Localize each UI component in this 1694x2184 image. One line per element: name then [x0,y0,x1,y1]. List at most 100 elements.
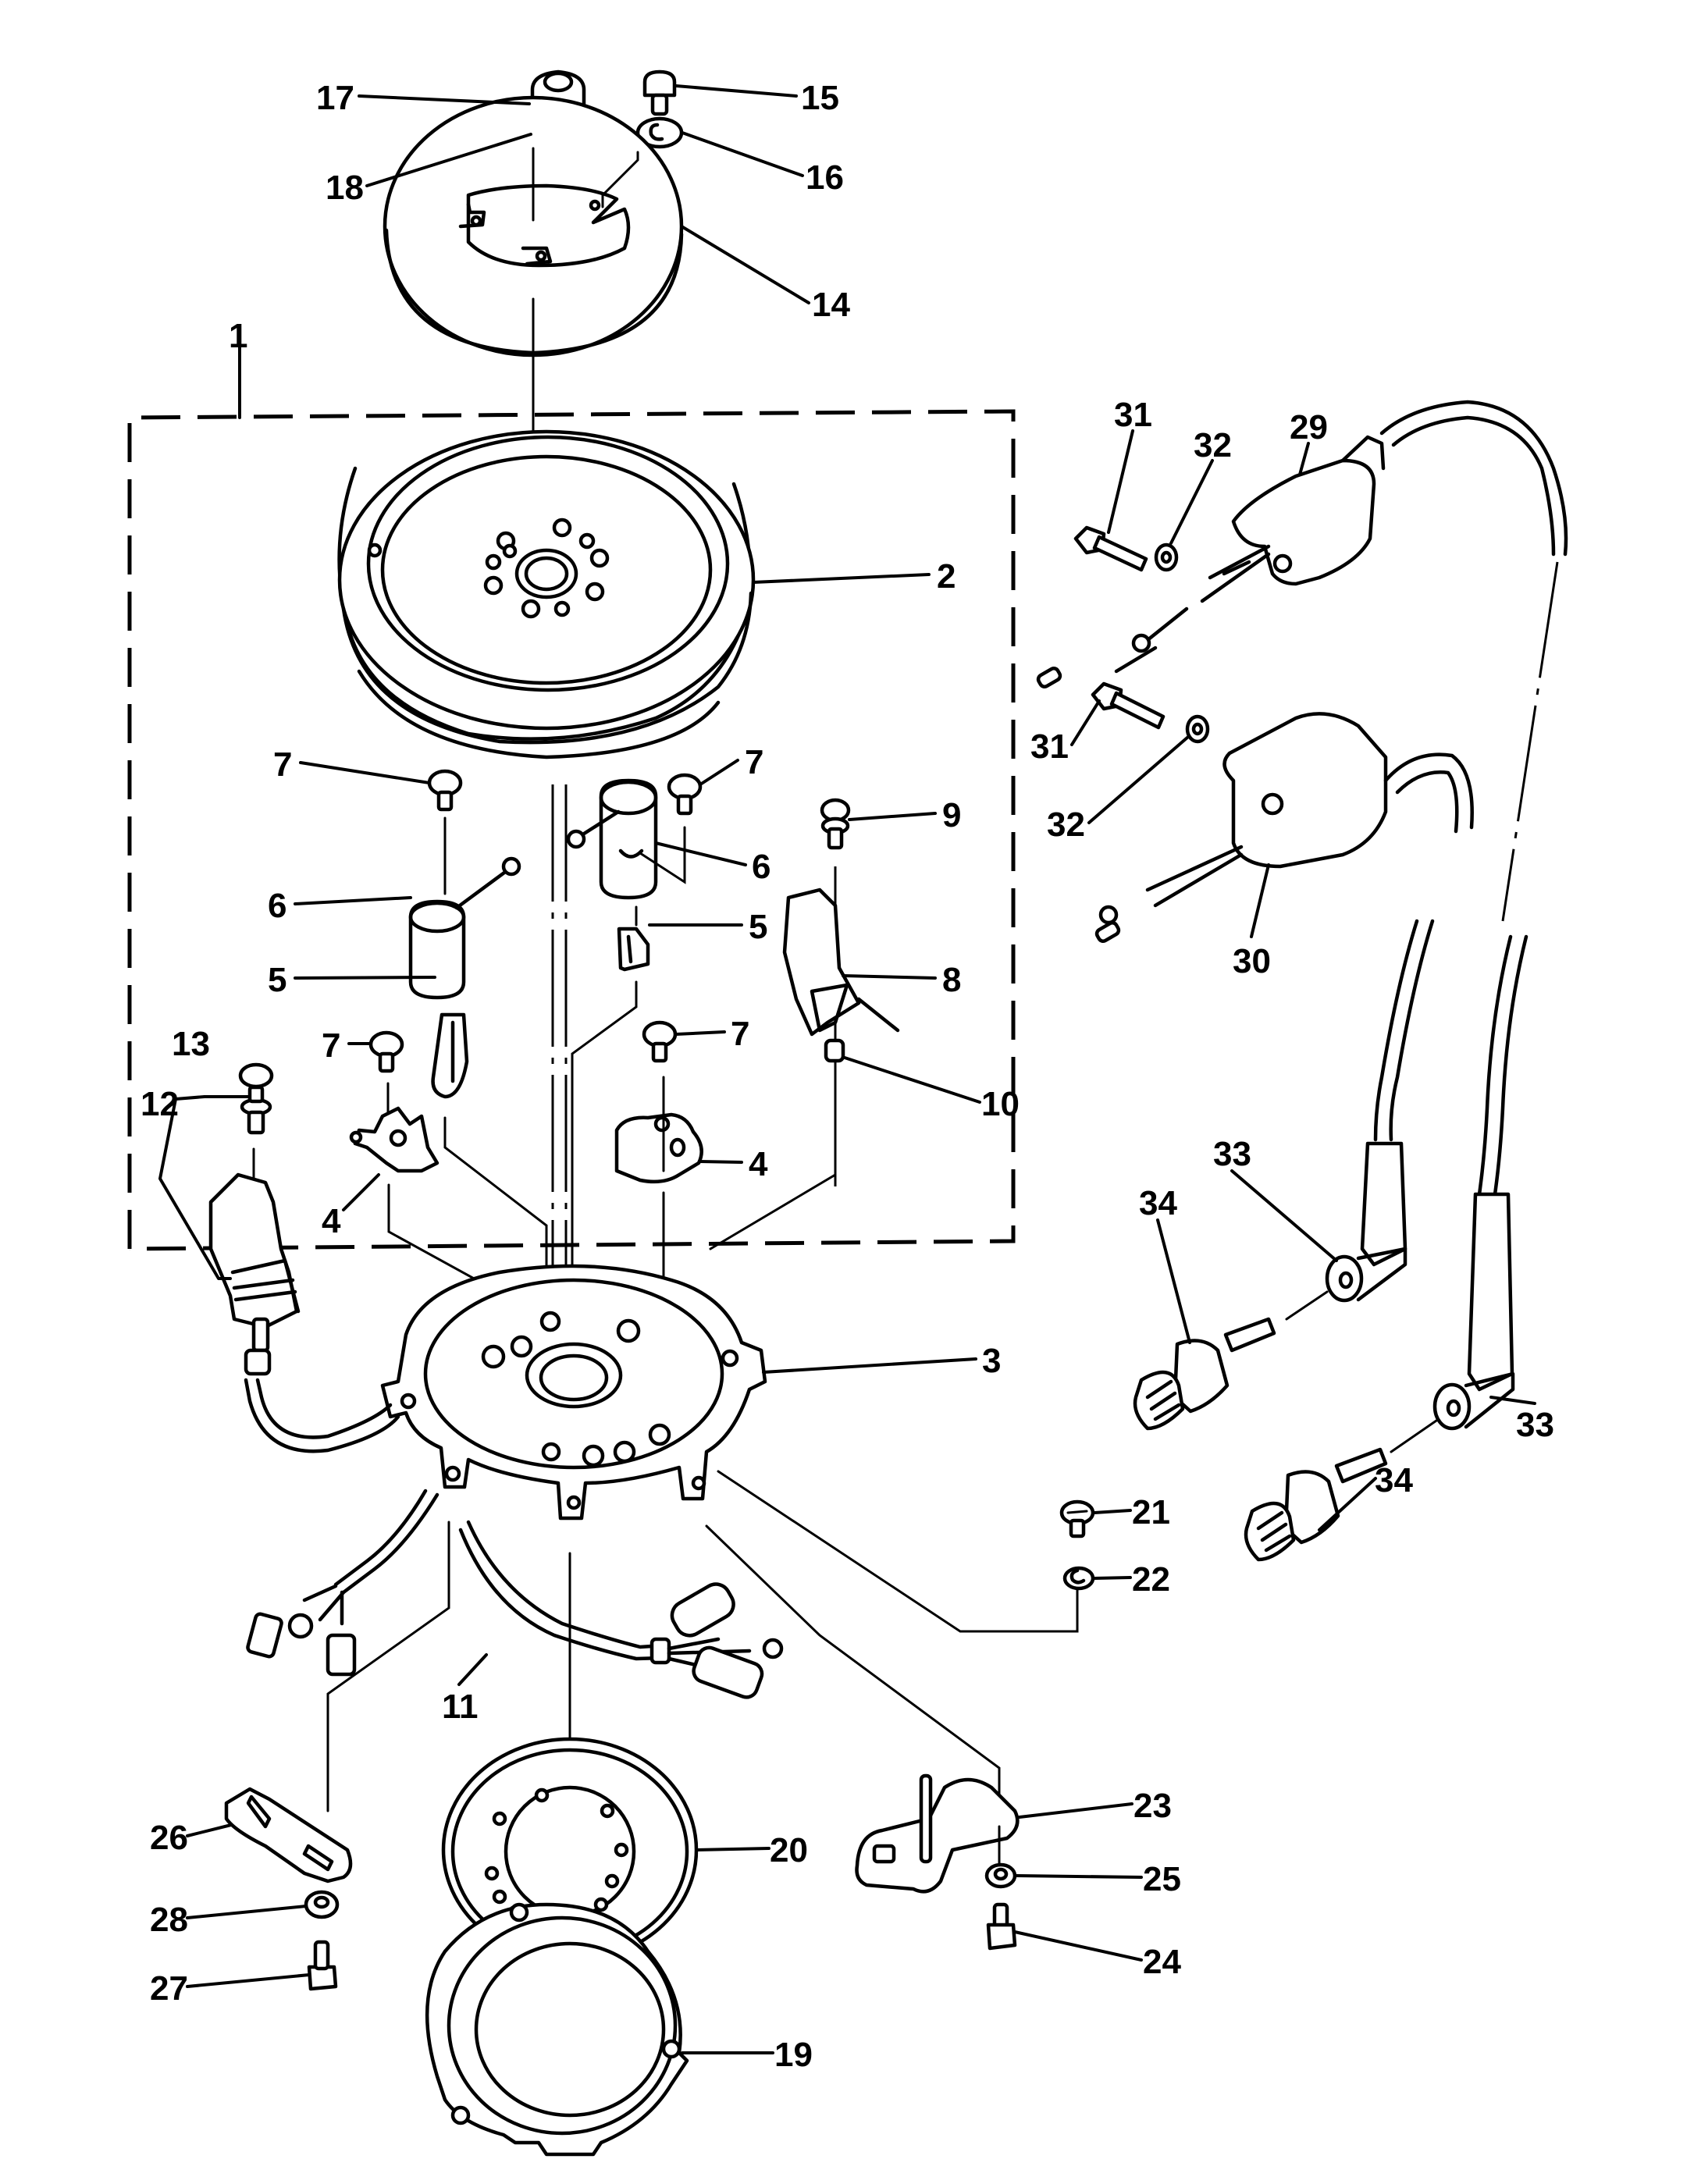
washer-part-32-lower [1185,714,1210,744]
ignition-coil-part-30 [1222,712,1474,869]
callout-14: 14 [812,286,850,324]
callout-11: 11 [442,1688,479,1726]
axis-21-22 [717,1470,1079,1633]
leader-12-bracket [158,1095,232,1280]
callout-7-mid-left: 7 [322,1026,340,1065]
screw-part-13 [238,1062,274,1135]
callout-15: 15 [801,79,839,117]
callout-1: 1 [229,317,247,355]
callout-25: 25 [1143,1860,1181,1898]
condenser-part-6-right [566,778,658,900]
callout-7-mid-right: 7 [731,1015,749,1053]
leader-lines [186,84,1536,2054]
stator-wiring [244,1378,784,1699]
callout-24: 24 [1143,1943,1181,1981]
breaker-points-part-4-right [614,1076,703,1184]
coil29-wire-segment-b [1477,934,1513,1197]
callout-21: 21 [1132,1493,1170,1531]
axis-26 [326,1521,450,1812]
stator-plate-part-3 [380,1264,767,1521]
callout-32-lower: 32 [1047,806,1085,844]
callout-30: 30 [1233,942,1271,980]
condenser-part-6-left [408,856,521,1000]
spacer-part-10 [824,1038,845,1063]
spark-plug-part-34-lower [1244,1447,1388,1562]
callout-2: 2 [937,557,956,596]
coil29-leads [1036,544,1271,688]
ring-part-19 [425,1902,689,2157]
callout-31-upper: 31 [1114,396,1152,434]
bolt-part-24 [986,1902,1017,1951]
axis-5-right [571,980,638,1469]
bolt-part-27 [307,1940,338,1991]
breaker-points-part-4-left [349,1106,440,1173]
callout-17: 17 [316,79,354,117]
flywheel-part-2 [337,429,756,759]
coil29-wire-segment [1493,934,1529,1197]
axis-7-top-right [639,826,686,884]
callout-10: 10 [981,1085,1020,1123]
screw-part-9 [820,798,851,850]
callout-9: 9 [942,796,961,834]
coil29-wire-centerline [1501,561,1559,922]
callout-28: 28 [150,1901,188,1939]
bracket-part-5-right [617,927,650,972]
callout-6-right: 6 [752,848,770,886]
bracket-part-23 [855,1773,1020,1894]
screw-part-15 [642,69,677,116]
washer-part-25 [984,1862,1017,1889]
callout-7-top-left: 7 [273,745,292,784]
callout-31-lower: 31 [1030,727,1069,766]
screw-part-7-top-right [667,773,703,816]
callout-34-lower: 34 [1375,1461,1413,1499]
callout-4-right: 4 [749,1145,768,1183]
callout-27: 27 [150,1969,188,2008]
bolt-part-31-lower [1091,681,1166,730]
callout-labels: 17 15 18 16 14 1 2 31 32 29 31 32 30 7 7… [141,79,1554,2074]
axis-23 [705,1524,1001,1801]
callout-22: 22 [1132,1560,1170,1599]
callout-13: 13 [172,1025,210,1063]
lockwasher-part-22 [1062,1566,1095,1591]
callout-32-upper: 32 [1194,426,1232,464]
callout-33-lower: 33 [1516,1406,1554,1444]
plug-axis-lower [1390,1419,1438,1453]
callout-4-left: 4 [322,1202,341,1240]
callout-33-upper: 33 [1213,1135,1251,1173]
screw-part-7-top-left [427,769,463,812]
callout-26: 26 [150,1819,188,1857]
ignition-coil-part-29 [1231,400,1568,586]
callout-29: 29 [1290,408,1328,446]
callout-8: 8 [942,961,961,999]
callout-23: 23 [1133,1787,1172,1825]
screw-part-21 [1059,1499,1095,1538]
plate-part-20 [441,1737,699,1963]
screw-part-7-mid-right [642,1020,678,1063]
callout-12: 12 [141,1085,179,1123]
axis-10 [709,1069,837,1250]
callout-5-right: 5 [749,908,767,946]
callout-16: 16 [806,158,844,197]
bolt-part-31-upper [1073,525,1148,572]
bracket-part-5-left [431,1012,469,1099]
callout-6-left: 6 [268,887,286,925]
plug-axis-upper [1285,1290,1329,1321]
spark-plug-cap-part-33-upper [1325,1141,1408,1303]
spark-plug-part-34-upper [1133,1317,1276,1431]
trigger-part-12 [208,1172,301,1376]
bracket-part-26 [224,1787,353,1883]
screw-axis-15 [601,151,639,208]
screw-part-7-mid-left [368,1030,404,1073]
callout-3: 3 [982,1342,1001,1380]
coil30-leads [1094,845,1244,943]
sensor-part-8 [782,887,900,1037]
callout-7-top-right: 7 [745,743,763,781]
spark-plug-cap-part-33-lower [1432,1192,1515,1431]
callout-19: 19 [774,2036,813,2074]
washer-part-32-upper [1154,542,1179,572]
callout-34-upper: 34 [1139,1184,1177,1222]
callout-5-left: 5 [268,961,286,999]
callout-20: 20 [770,1831,808,1869]
coil30-wire-segment-b [1373,919,1419,1142]
